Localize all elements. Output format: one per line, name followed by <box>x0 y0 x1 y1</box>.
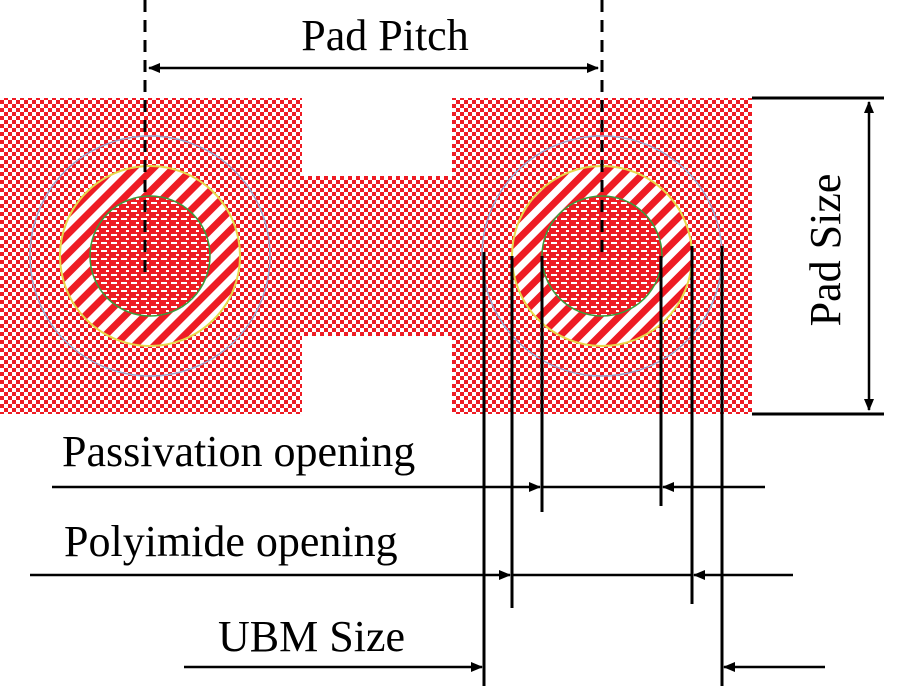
left-passivation-opening <box>89 195 211 317</box>
pad-size-label: Pad Size <box>801 174 850 327</box>
ubm-size-label: UBM Size <box>218 612 405 661</box>
pad-pitch-label: Pad Pitch <box>301 11 468 60</box>
passivation-opening-label: Passivation opening <box>62 427 415 476</box>
right-passivation-opening <box>541 195 663 317</box>
polyimide-opening-label: Polyimide opening <box>64 517 398 566</box>
pad-connecting-trace <box>302 176 452 336</box>
left-ubm-ring <box>29 135 271 377</box>
